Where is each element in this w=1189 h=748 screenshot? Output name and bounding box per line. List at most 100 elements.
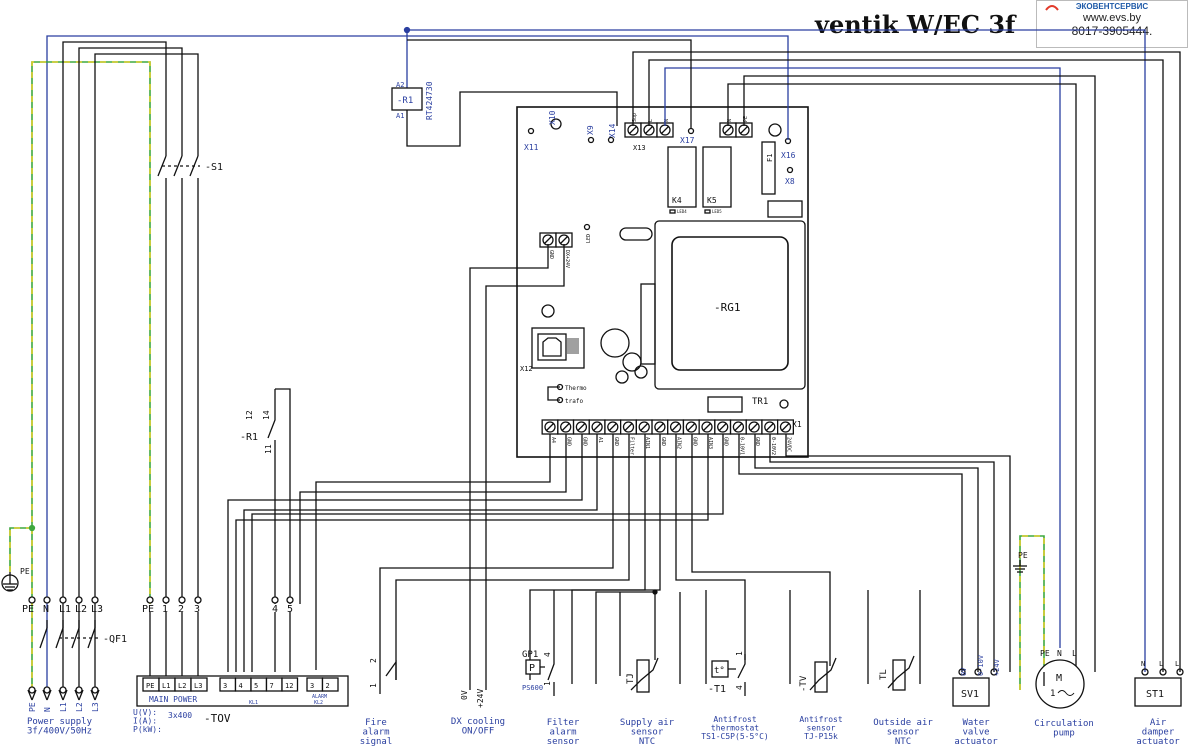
terminal-pin-label: GND	[613, 437, 619, 446]
label-line: sensor	[887, 727, 920, 737]
board-capacitor	[622, 352, 642, 372]
dx-pin: 0V	[460, 690, 469, 700]
supply-terminal	[75, 596, 83, 604]
wire-l2	[78, 47, 183, 690]
arrow-icon	[62, 689, 68, 701]
terminal-screw-slot	[593, 423, 602, 431]
label-line: NTC	[639, 737, 655, 747]
wire-gnd	[227, 434, 583, 672]
terminal-pin-label: N	[727, 119, 733, 122]
tov-cell-label: 5	[254, 682, 258, 690]
label-line: Circulation	[1034, 719, 1094, 729]
label-line: actuator	[1136, 737, 1180, 747]
wire-gnd	[299, 434, 567, 604]
tov-main-label: MAIN POWER	[149, 695, 197, 704]
filter-part: PS600	[522, 684, 543, 692]
terminal-pin-label: 0-10V1	[738, 437, 744, 455]
terminal-screw-slot	[750, 423, 759, 431]
terminal-screw-slot	[734, 423, 743, 431]
label-line: alarm	[362, 727, 389, 737]
supply-terminal-label: L2	[75, 604, 87, 615]
wire-x16-n	[727, 83, 1077, 672]
connector-label: X13	[633, 144, 646, 152]
terminal-screw-slot	[724, 126, 732, 134]
supply-terminal-label: L1	[59, 604, 71, 615]
label-line: TS1-C5P(5-5°C)	[701, 732, 768, 741]
transformer-label: TR1	[752, 397, 768, 407]
label-line: ON/OFF	[462, 726, 495, 736]
terminal-screw	[560, 421, 572, 433]
fire-pin: 2	[369, 658, 378, 663]
wire-dx-0v	[469, 244, 549, 690]
supply-pin-vertical: N	[43, 707, 52, 712]
terminal-screw-slot	[624, 423, 633, 431]
terminal-screw	[638, 421, 650, 433]
filter-pin: 1	[543, 681, 552, 686]
test-pin	[527, 127, 535, 135]
rj45-connector-x12	[531, 327, 585, 369]
tov-label: -TOV	[204, 712, 231, 725]
water-valve-actuator: SV1 0V 0-10V +24V	[952, 654, 1001, 707]
pe-label: PE	[1018, 551, 1028, 560]
terminal-screw-slot	[645, 126, 653, 134]
mount-hole	[768, 123, 782, 137]
main-terminal	[162, 596, 170, 604]
tov-cell-label: 2	[326, 682, 330, 690]
wire-dx-24v	[485, 244, 565, 690]
arrow-icon	[42, 689, 48, 701]
main-terminal-label: 2	[178, 604, 184, 615]
board-capacitor	[634, 365, 648, 379]
motor-phase: 1	[1050, 689, 1055, 699]
mount-hole	[779, 399, 789, 409]
terminal-screw	[764, 421, 776, 433]
terminal-pin-label: AIN2	[676, 437, 682, 449]
terminal-screw	[575, 421, 588, 433]
tov-kl1-label: KL1	[249, 700, 258, 706]
antifrost-pin: 1	[735, 651, 744, 656]
supply-terminal-label: L3	[91, 604, 103, 615]
relay-k4-label: K4	[672, 196, 682, 205]
label-line: pump	[1053, 728, 1075, 738]
wire-x13-n	[664, 67, 1061, 648]
outside-tag: TL	[879, 669, 889, 680]
terminal-screw-slot	[661, 126, 669, 134]
relay-r1-pin: A1	[396, 112, 404, 120]
wire-0-10v2	[769, 434, 995, 672]
test-pin	[587, 136, 595, 144]
terminal-pin-label: A4	[550, 437, 556, 443]
board-component	[767, 200, 803, 218]
main-terminal-label: 3	[194, 604, 200, 615]
terminal-screw-slot	[544, 236, 552, 244]
tov-rating-value: 3x400	[168, 711, 192, 720]
wire-rk	[274, 612, 291, 672]
terminal-screw-slot	[640, 423, 649, 431]
supply-air-sensor: TJ	[626, 657, 659, 693]
terminal-pin-label: L	[648, 119, 654, 122]
label-line: U(V):	[133, 708, 157, 717]
tov-cell-label: 3	[223, 682, 227, 690]
label-line: 3f/400V/50Hz	[27, 726, 92, 736]
wires: PE PE -S1 -QF1 -R1 A2 A1 RT424730	[1, 26, 1181, 690]
terminal-screw	[654, 421, 666, 433]
label-line: Outside air	[873, 718, 933, 728]
terminal-screw-slot	[561, 423, 570, 431]
test-pin	[607, 136, 615, 144]
led-label: LED	[586, 234, 592, 243]
ground-symbol-icon	[1013, 560, 1027, 573]
relay-k4	[667, 146, 697, 208]
supply-terminal-label: N	[43, 604, 49, 615]
supply-terminal-bottom	[28, 686, 36, 694]
control-board: -RG1 TR1 K4 K5 LED4 LED5 F1	[516, 106, 809, 458]
label-line: P(kW):	[133, 725, 162, 734]
board-capacitor	[600, 328, 630, 358]
relay-led-label: LED4	[677, 209, 687, 214]
filter-pressure-sensor: P GP1 PS600 4 1	[522, 650, 555, 696]
supply-terminal	[43, 596, 51, 604]
arrow-icon	[78, 689, 84, 701]
arrow-icon	[31, 689, 37, 701]
